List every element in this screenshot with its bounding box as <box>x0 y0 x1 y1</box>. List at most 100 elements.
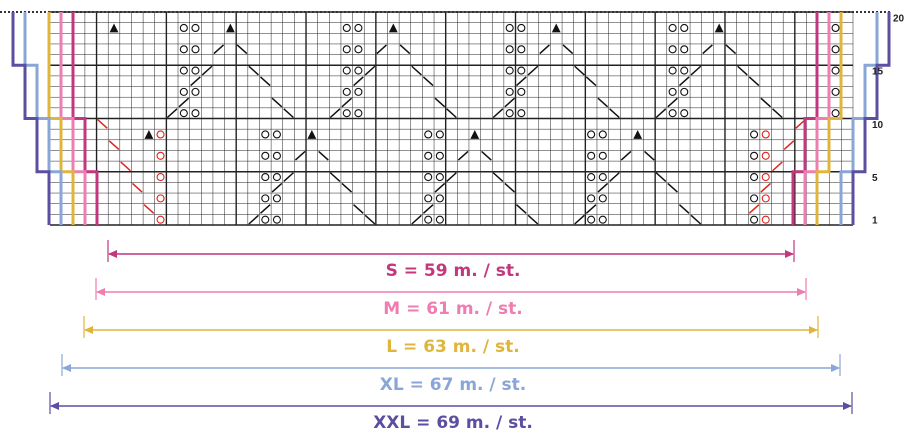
ssk-slash-icon <box>725 44 737 55</box>
yarn-over-circle-icon <box>179 23 188 33</box>
outline-l-left <box>47 12 75 225</box>
yarn-over-circle-icon <box>750 130 759 139</box>
ssk-slash-icon <box>97 118 108 129</box>
yarn-over-circle-icon <box>668 109 677 118</box>
yarn-over-circle-icon <box>517 87 526 96</box>
yarn-over-circle-icon <box>598 173 607 182</box>
k2tog-slash-icon <box>527 65 539 76</box>
yarn-over-circle-icon <box>354 66 363 75</box>
k2tog-slash-icon <box>620 150 632 161</box>
yarn-over-circle-icon <box>272 151 281 160</box>
k2tog-slash-icon <box>341 97 353 108</box>
k2tog-slash-icon <box>411 214 422 225</box>
k2tog-slash-icon <box>772 161 783 172</box>
row-number-label: 1 <box>872 216 878 227</box>
yarn-over-circle-icon <box>831 66 840 75</box>
ssk-slash-icon <box>644 150 655 161</box>
k2tog-slash-icon <box>504 97 516 108</box>
size-label-m: M = 61 m. / st. <box>383 299 523 319</box>
size-label-l: L = 63 m. / st. <box>386 337 519 357</box>
k2tog-slash-icon <box>329 108 341 119</box>
ssk-slash-icon <box>248 65 259 76</box>
arrow-left-icon <box>84 326 93 334</box>
yarn-over-circle-icon <box>272 215 281 224</box>
k2tog-slash-icon <box>574 214 585 225</box>
decrease-triangle-icon <box>225 23 235 33</box>
size-measurements: S = 59 m. / st. M = 61 m. / st. L = 63 m. … <box>49 240 853 433</box>
decrease-triangle-icon <box>470 130 480 139</box>
yarn-over-circle-icon <box>750 173 759 182</box>
yarn-over-circle-icon <box>261 151 270 160</box>
yarn-over-circle-icon <box>342 45 351 54</box>
yarn-over-circle-icon <box>598 151 607 160</box>
yarn-over-circle-icon <box>517 66 526 75</box>
row-number-label: 20 <box>893 13 905 24</box>
yarn-over-circle-icon <box>179 66 188 75</box>
yarn-over-circle-icon <box>354 109 363 118</box>
ssk-slash-icon <box>364 214 376 225</box>
outline-m-left <box>59 12 87 225</box>
yarn-over-circle-icon <box>191 87 200 96</box>
yarn-over-circle-icon <box>598 130 607 139</box>
yarn-over-circle-icon <box>680 109 689 118</box>
k2tog-slash-icon <box>166 108 178 119</box>
yarn-over-circle-icon <box>598 215 607 224</box>
yarn-over-circle-icon <box>354 87 363 96</box>
k2tog-slash-icon <box>516 76 527 87</box>
yarn-over-circle-icon <box>668 23 677 33</box>
yarn-over-circle-icon <box>272 130 281 139</box>
yarn-over-circle-icon <box>761 130 770 139</box>
yarn-over-circle-icon <box>435 194 444 203</box>
yarn-over-circle-icon <box>435 173 444 182</box>
measurement-s: S = 59 m. / st. <box>107 240 795 281</box>
ssk-slash-icon <box>655 172 667 182</box>
ssk-slash-icon <box>562 44 574 55</box>
ssk-slash-icon <box>353 204 364 214</box>
yarn-over-circle-icon <box>342 23 351 33</box>
yarn-over-circle-icon <box>435 215 444 224</box>
yarn-over-circle-icon <box>354 23 363 33</box>
k2tog-slash-icon <box>294 150 306 161</box>
outline-m-right <box>803 12 831 225</box>
yarn-over-circle-icon <box>831 109 840 118</box>
size-label-s: S = 59 m. / st. <box>386 261 521 281</box>
row-number-label: 5 <box>872 173 878 184</box>
yarn-over-circle-icon <box>587 173 596 182</box>
decrease-triangle-icon <box>633 130 643 139</box>
ssk-slash-icon <box>120 161 131 172</box>
decrease-triangle-icon <box>144 130 154 139</box>
yarn-over-circle-icon <box>342 109 351 118</box>
yarn-over-circle-icon <box>424 194 433 203</box>
yarn-over-circle-icon <box>587 215 596 224</box>
yarn-over-circle-icon <box>179 109 188 118</box>
k2tog-slash-icon <box>457 150 469 161</box>
ssk-slash-icon <box>678 204 690 214</box>
ssk-slash-icon <box>259 76 271 87</box>
outline-xxl-left <box>11 12 51 225</box>
k2tog-slash-icon <box>667 97 678 108</box>
ssk-slash-icon <box>143 204 155 214</box>
k2tog-slash-icon <box>446 172 457 182</box>
ssk-slash-icon <box>481 150 492 161</box>
yarn-over-circle-icon <box>191 45 200 54</box>
yarn-over-circle-icon <box>261 194 270 203</box>
k2tog-slash-icon <box>655 108 667 119</box>
yarn-over-circle-icon <box>505 87 514 96</box>
measurement-l: L = 63 m. / st. <box>83 316 819 357</box>
arrow-left-icon <box>96 288 105 296</box>
yarn-over-circle-icon <box>156 130 165 139</box>
ssk-slash-icon <box>446 108 457 119</box>
yarn-over-circle-icon <box>342 66 351 75</box>
yarn-over-circle-icon <box>668 87 677 96</box>
decrease-triangle-icon <box>388 23 398 33</box>
ssk-slash-icon <box>667 182 678 193</box>
arrow-right-icon <box>843 402 852 410</box>
k2tog-slash-icon <box>492 108 504 119</box>
ssk-slash-icon <box>283 108 294 119</box>
yarn-over-circle-icon <box>261 215 270 224</box>
ssk-slash-icon <box>341 182 353 193</box>
ssk-slash-icon <box>504 182 516 193</box>
yarn-over-circle-icon <box>435 151 444 160</box>
arrow-left-icon <box>108 250 117 258</box>
